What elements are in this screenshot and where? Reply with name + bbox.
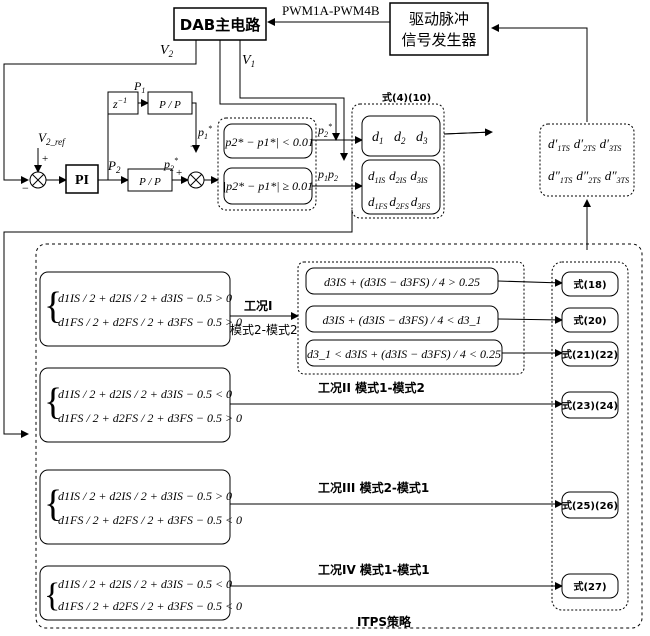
svg-text:{: { <box>44 285 62 327</box>
case-1-mode: 模式2-模式2 <box>230 323 298 337</box>
sub-condition-3: d3_1 < d3IS + (d3IS − d3FS) / 4 < 0.25 <box>307 347 501 361</box>
formula-18: 式(18) <box>561 271 619 297</box>
formula-21-22: 式(21)(22) <box>561 341 619 367</box>
v1-line-b <box>239 40 348 161</box>
sum2-plus: + <box>176 167 182 179</box>
duty-d2: d2 <box>394 130 406 146</box>
svg-text:式(18): 式(18) <box>573 278 606 291</box>
driver-label-1: 驱动脉冲 <box>409 10 469 28</box>
formula-23-24: 式(23)(24) <box>561 391 619 419</box>
v2-feedback <box>3 40 197 184</box>
condition-lt: |p2* − p1*| < 0.01 <box>222 135 314 149</box>
v1-label: V1 <box>242 53 255 69</box>
duty-group <box>351 103 445 219</box>
v1-line-a <box>219 40 340 141</box>
dab-box <box>173 7 267 41</box>
inequality-group-2: { d1IS / 2 + d2IS / 2 + d3IS − 0.5 < 0 d… <box>39 367 242 443</box>
inequality-group-1: { d1IS / 2 + d2IS / 2 + d3IS − 0.5 > 0 d… <box>39 271 242 347</box>
itps-feed <box>3 210 353 438</box>
dab-label: DAB主电路 <box>180 16 261 34</box>
p2-label: P2 <box>107 158 121 175</box>
duty-d3: d3 <box>416 130 428 146</box>
inequality-group-3: { d1IS / 2 + d2IS / 2 + d3IS − 0.5 > 0 d… <box>39 469 242 545</box>
inequality-group-4: { d1IS / 2 + d2IS / 2 + d3IS − 0.5 < 0 d… <box>39 565 242 621</box>
delay-label: z−1 <box>112 96 127 111</box>
svg-text:{: { <box>44 483 62 525</box>
p1star-label: p1* <box>197 124 212 141</box>
p1-label: P1 <box>133 79 145 95</box>
svg-text:d1IS / 2 + d2IS / 2 + d3IS − 0: d1IS / 2 + d2IS / 2 + d3IS − 0.5 < 0 <box>58 577 232 591</box>
vref-label: V2_ref <box>38 130 66 147</box>
p1-norm-label: P / P <box>158 99 181 111</box>
duty-box-2 <box>361 159 441 215</box>
case-4-label: 工况IV 模式1-模式1 <box>318 562 430 577</box>
itps-strategy-box <box>35 243 643 629</box>
pwm-label: PWM1A-PWM4B <box>282 3 380 18</box>
case-1-label: 工况I <box>244 299 272 313</box>
p2star-out-label: p2* <box>317 122 332 139</box>
driver-box <box>389 2 489 56</box>
svg-text:d1FS / 2 + d2FS / 2 + d3FS − 0: d1FS / 2 + d2FS / 2 + d3FS − 0.5 > 0 <box>58 315 242 329</box>
p2star-label: p2* <box>163 156 178 173</box>
svg-text:d1IS / 2 + d2IS / 2 + d3IS − 0: d1IS / 2 + d2IS / 2 + d3IS − 0.5 > 0 <box>58 291 232 305</box>
duty-box-1 <box>361 115 441 157</box>
svg-text:式(20): 式(20) <box>573 314 606 327</box>
svg-text:d1FS / 2 + d2FS / 2 + d3FS − 0: d1FS / 2 + d2FS / 2 + d3FS − 0.5 > 0 <box>58 411 242 425</box>
svg-text:d1FS / 2 + d2FS / 2 + d3FS − 0: d1FS / 2 + d2FS / 2 + d3FS − 0.5 < 0 <box>58 513 242 527</box>
v2-label: V2 <box>160 43 174 59</box>
svg-text:d1IS / 2 + d2IS / 2 + d3IS − 0: d1IS / 2 + d2IS / 2 + d3IS − 0.5 < 0 <box>58 387 232 401</box>
driver-input-arrow <box>491 24 588 122</box>
p2-norm-label: P / P <box>138 176 161 188</box>
case-3-label: 工况III 模式2-模式1 <box>318 480 429 495</box>
formula-20: 式(20) <box>561 307 619 333</box>
sub-condition-2: d3IS + (d3IS − d3FS) / 4 < d3_1 <box>323 313 482 327</box>
sub-condition-1: d3IS + (d3IS − d3FS) / 4 > 0.25 <box>324 275 480 289</box>
condition-ge: |p2* − p1*| ≥ 0.01 <box>223 179 313 193</box>
svg-text:式(21)(22): 式(21)(22) <box>562 348 618 361</box>
p1p2-out-label: p1p2 <box>317 167 338 183</box>
sum1-minus: − <box>22 181 29 195</box>
formula-column <box>551 261 629 611</box>
pi-label: PI <box>75 173 89 188</box>
case-1-subgroup <box>297 261 525 375</box>
svg-text:d1IS / 2 + d2IS / 2 + d3IS − 0: d1IS / 2 + d2IS / 2 + d3IS − 0.5 > 0 <box>58 489 232 503</box>
svg-text:式(27): 式(27) <box>573 580 606 593</box>
sum1-plus: + <box>42 153 48 165</box>
driver-label-2: 信号发生器 <box>401 31 476 49</box>
sum2-minus: − <box>190 139 197 153</box>
output-group <box>539 123 635 197</box>
condition-lt-box <box>223 123 313 159</box>
svg-text:式(23)(24): 式(23)(24) <box>562 399 618 412</box>
svg-text:{: { <box>44 577 60 614</box>
pi-box <box>65 164 99 194</box>
formula-27: 式(27) <box>561 573 619 599</box>
svg-text:式(25)(26): 式(25)(26) <box>562 499 618 512</box>
condition-group <box>217 117 317 211</box>
formula-25-26: 式(25)(26) <box>561 491 619 519</box>
duty-d1: d1 <box>372 130 384 146</box>
svg-text:{: { <box>44 381 62 423</box>
svg-text:d1FS / 2 + d2FS / 2 + d3FS − 0: d1FS / 2 + d2FS / 2 + d3FS − 0.5 < 0 <box>58 599 242 613</box>
formula-ref-4-10: 式(4)(10) <box>382 91 431 104</box>
itps-strategy-label: ITPS策略 <box>357 614 412 629</box>
case-2-label: 工况II 模式1-模式2 <box>318 380 425 395</box>
